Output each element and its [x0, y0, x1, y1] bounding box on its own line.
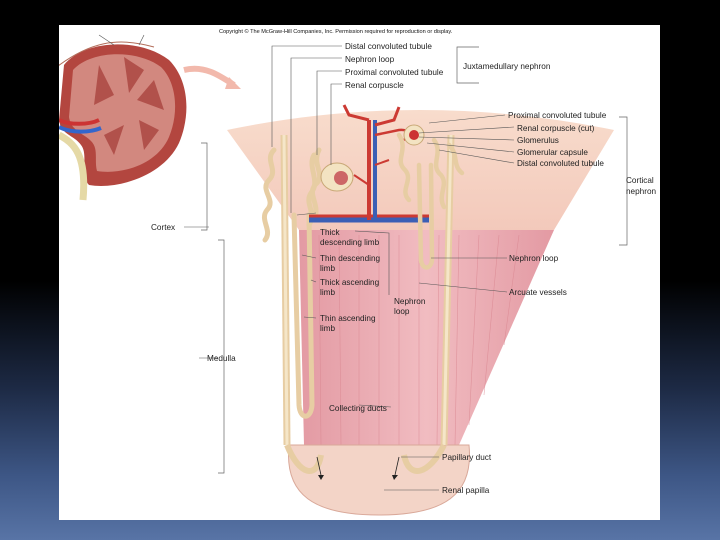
label-thin-ascending-1: Thin ascending: [320, 314, 376, 323]
leader-lines: [184, 45, 515, 491]
label-proximal-convoluted-tubule-right: Proximal convoluted tubule: [508, 111, 607, 120]
renal-papilla-shape: [287, 444, 471, 516]
label-cortical-nephron-1: Cortical: [626, 176, 654, 185]
top-labels: Distal convoluted tubule Nephron loop Pr…: [345, 42, 551, 90]
label-thick-ascending-1: Thick ascending: [320, 278, 380, 287]
label-papillary-duct: Papillary duct: [442, 453, 492, 462]
label-thin-ascending-2: limb: [320, 324, 335, 333]
label-thick-ascending-2: limb: [320, 288, 335, 297]
label-renal-corpuscle: Renal corpuscle: [345, 81, 404, 90]
label-nephron-loop-mid-2: loop: [394, 307, 410, 316]
label-medulla: Medulla: [207, 354, 236, 363]
nephron-diagram: Copyright © The McGraw-Hill Companies, I…: [59, 28, 656, 516]
label-cortex: Cortex: [151, 223, 175, 232]
figure-slide: Copyright © The McGraw-Hill Companies, I…: [59, 25, 660, 520]
label-thin-descending-2: limb: [320, 264, 335, 273]
label-juxtamedullary-nephron: Juxtamedullary nephron: [463, 62, 551, 71]
arrow-head-icon: [225, 77, 241, 89]
label-nephron-loop-right: Nephron loop: [509, 254, 559, 263]
label-arcuate-vessels: Arcuate vessels: [509, 288, 567, 297]
kidney-inset: [59, 34, 187, 201]
medulla-region: [299, 230, 554, 445]
copyright-text: Copyright © The McGraw-Hill Companies, I…: [219, 28, 453, 35]
inset-arrow: [183, 65, 236, 88]
flow-arrow-left-icon: [316, 456, 322, 476]
brackets: [201, 46, 628, 474]
label-distal-convoluted-tubule: Distal convoluted tubule: [345, 42, 432, 51]
label-glomerulus: Glomerulus: [517, 136, 559, 145]
label-cortical-nephron-2: nephron: [626, 187, 656, 196]
label-thin-descending-1: Thin descending: [320, 254, 381, 263]
left-labels: Cortex Thick descending limb Thin descen…: [151, 223, 426, 413]
flow-arrow-right-icon: [394, 456, 400, 476]
label-thick-descending-1: Thick: [320, 228, 340, 237]
glomerulus-right: [409, 130, 419, 140]
label-nephron-loop: Nephron loop: [345, 55, 395, 64]
label-nephron-loop-mid-1: Nephron: [394, 297, 426, 306]
right-labels: Proximal convoluted tubule Renal corpusc…: [442, 111, 656, 495]
label-proximal-convoluted-tubule: Proximal convoluted tubule: [345, 68, 444, 77]
label-glomerular-capsule: Glomerular capsule: [517, 148, 588, 157]
label-collecting-ducts: Collecting ducts: [329, 404, 387, 413]
label-renal-corpuscle-cut: Renal corpuscle (cut): [517, 124, 595, 133]
cortical-nephron-shape: [396, 132, 465, 270]
glomerulus-left: [334, 171, 348, 185]
label-distal-convoluted-tubule-right: Distal convoluted tubule: [517, 159, 604, 168]
collecting-ducts-shape: [280, 134, 455, 474]
medulla-striations: [318, 234, 520, 446]
label-thick-descending-2: descending limb: [320, 238, 380, 247]
label-renal-papilla: Renal papilla: [442, 486, 490, 495]
